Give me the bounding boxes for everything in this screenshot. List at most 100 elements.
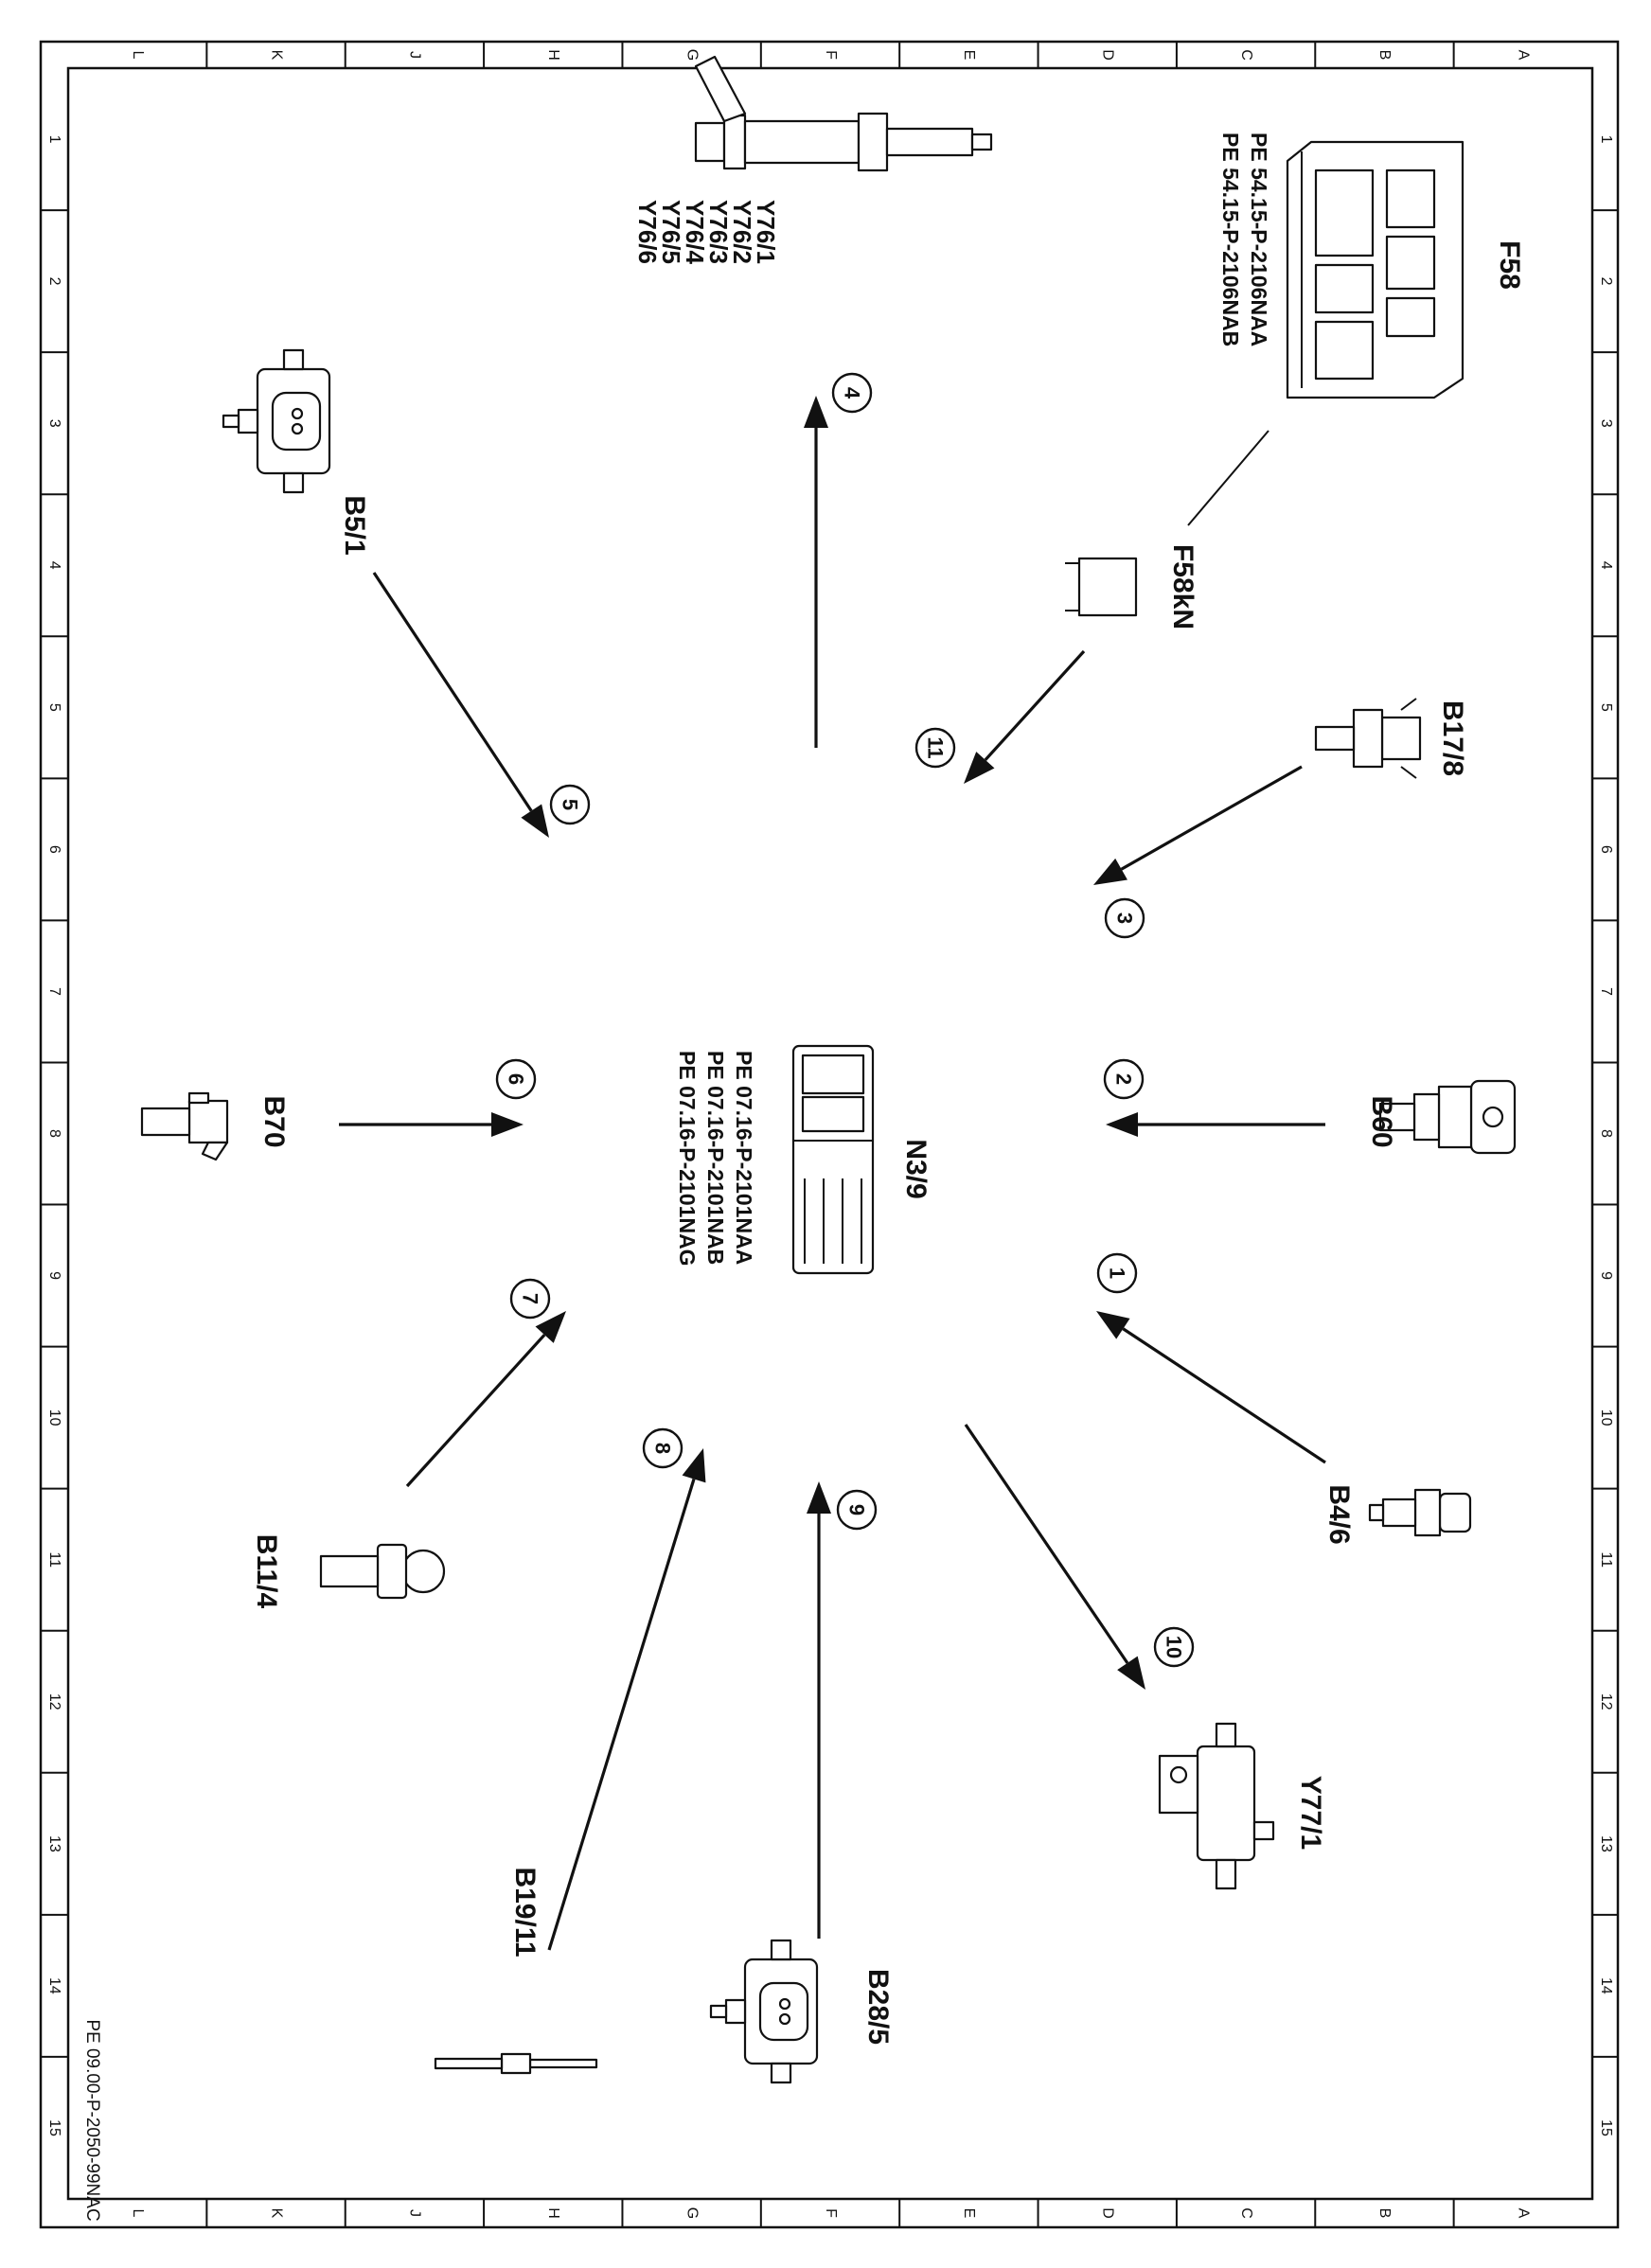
y76-1-label: Y76/1 — [752, 200, 780, 264]
b4-6-label: B4/6 — [1323, 1484, 1355, 1544]
row-number-left: 10 — [46, 1409, 62, 1426]
row-number-left: 3 — [46, 419, 62, 428]
column-letter-top: B — [1376, 50, 1393, 61]
arrow-number-badge-8: 8 — [642, 1427, 683, 1469]
row-number-left: 12 — [46, 1693, 62, 1710]
valve-icon — [1158, 1722, 1275, 1890]
column-letter-top: K — [268, 50, 284, 61]
arrow-number-5: 5 — [559, 799, 582, 810]
arrow-head-6 — [491, 1112, 524, 1137]
b17-8-label: B17/8 — [1437, 700, 1468, 776]
pressure-sensor-icon — [222, 348, 331, 494]
fuse-relay-box-icon — [1286, 140, 1465, 399]
arrow-line-10 — [964, 1424, 1129, 1664]
row-number-right: 6 — [1598, 845, 1614, 854]
component-y76: Y76/1 Y76/2 Y76/3 Y76/4 Y76/5 Y76/6 — [633, 55, 993, 265]
injector-icon — [694, 55, 993, 172]
row-number-right: 13 — [1598, 1835, 1614, 1852]
row-number-right: 10 — [1598, 1409, 1614, 1426]
b19-11-label: B19/11 — [509, 1867, 541, 1957]
row-number-right: 5 — [1598, 703, 1614, 712]
row-number-left: 8 — [46, 1129, 62, 1138]
n3-9-ref-2: PE 07.16-P-2101NAB — [703, 1051, 728, 1265]
component-b70: B70 — [140, 1091, 290, 1161]
row-number-right: 15 — [1598, 2119, 1614, 2136]
arrow-number-badge-10: 10 — [1153, 1626, 1195, 1668]
component-b19-11: B19/11 — [434, 1867, 598, 2075]
row-number-left: 5 — [46, 703, 62, 712]
arrow-number-2: 2 — [1112, 1073, 1136, 1085]
f58-ref-1: PE 54.15-P-2106NAA — [1247, 133, 1271, 346]
n3-9-ref-1: PE 07.16-P-2101NAA — [732, 1051, 756, 1265]
f58-ref-2: PE 54.15-P-2106NAB — [1218, 133, 1243, 346]
arrow-head-11 — [964, 752, 995, 784]
arrow-number-badge-6: 6 — [495, 1058, 537, 1100]
column-letter-bottom: F — [823, 2208, 839, 2218]
row-number-left: 11 — [46, 1551, 62, 1568]
column-letter-top: E — [961, 50, 977, 61]
control-unit-n3-9: N3/9 PE 07.16-P-2101NAA PE 07.16-P-2101N… — [675, 1044, 932, 1275]
row-number-right: 2 — [1598, 277, 1614, 286]
column-letter-top: D — [1099, 49, 1115, 61]
column-letter-bottom: L — [130, 2209, 146, 2218]
y76-6-label: Y76/6 — [633, 200, 662, 264]
b60-label: B60 — [1366, 1095, 1397, 1147]
column-letter-top: A — [1516, 50, 1532, 61]
component-f58: F58 PE 54.15-P-2106NAA PE 54.15-P-2106NA… — [1187, 133, 1525, 526]
column-letter-top: L — [130, 51, 146, 60]
row-number-right: 4 — [1598, 561, 1614, 570]
b70-label: B70 — [258, 1095, 290, 1147]
arrow-line-7 — [405, 1334, 546, 1488]
row-number-left: 9 — [46, 1271, 62, 1280]
component-b11-4: B11/4 — [251, 1534, 446, 1609]
y76-4-label: Y76/4 — [681, 200, 709, 264]
column-letter-bottom: D — [1099, 2207, 1115, 2219]
arrow-line-11 — [984, 649, 1086, 761]
b28-5-label: B28/5 — [862, 1969, 894, 2045]
arrow-head-5 — [521, 804, 549, 838]
coolant-sensor-icon — [319, 1543, 446, 1600]
row-number-right: 9 — [1598, 1271, 1614, 1280]
column-letter-top: H — [545, 49, 561, 61]
y76-2-label: Y76/2 — [728, 200, 756, 264]
component-b5-1: B5/1 — [222, 348, 370, 556]
crankshaft-sensor-icon — [140, 1091, 229, 1161]
arrow-line-1 — [1122, 1327, 1326, 1464]
temperature-sensor-icon — [1314, 698, 1422, 779]
column-letter-bottom: C — [1238, 2207, 1254, 2219]
row-number-right: 12 — [1598, 1693, 1614, 1710]
row-number-right: 3 — [1598, 419, 1614, 428]
row-number-left: 15 — [46, 2119, 62, 2136]
relay-icon — [1065, 557, 1138, 617]
column-letter-top: C — [1238, 49, 1254, 61]
arrow-head-8 — [682, 1448, 706, 1483]
row-number-left: 13 — [46, 1835, 62, 1852]
row-number-left: 4 — [46, 561, 62, 570]
arrow-line-8 — [547, 1479, 696, 1951]
signal-arrows — [339, 396, 1326, 1951]
arrow-head-9 — [807, 1481, 831, 1514]
y77-1-label: Y77/1 — [1295, 1776, 1326, 1850]
arrow-number-badge-1: 1 — [1096, 1252, 1138, 1294]
component-y77-1: Y77/1 — [1158, 1722, 1326, 1890]
row-number-right: 1 — [1598, 135, 1614, 144]
row-number-right: 14 — [1598, 1977, 1614, 1994]
inner-border — [66, 66, 1594, 2201]
arrow-head-4 — [804, 396, 828, 428]
y76-5-label: Y76/5 — [657, 200, 685, 264]
row-number-right: 8 — [1598, 1129, 1614, 1138]
arrow-number-badge-11: 11 — [914, 727, 956, 769]
arrow-number-badge-7: 7 — [509, 1278, 551, 1320]
column-letter-bottom: K — [268, 2208, 284, 2219]
arrow-number-7: 7 — [519, 1293, 542, 1304]
outer-border — [39, 40, 1620, 2229]
arrow-line-5 — [372, 572, 533, 812]
y76-3-label: Y76/3 — [704, 200, 733, 264]
drawing-number: PE 09.00-P-2050-99NAC — [82, 2019, 102, 2221]
f58-label: F58 — [1494, 240, 1525, 290]
pressure-sensor-icon — [709, 1939, 819, 2084]
row-number-right: 7 — [1598, 987, 1614, 996]
arrow-number-9: 9 — [845, 1504, 869, 1515]
